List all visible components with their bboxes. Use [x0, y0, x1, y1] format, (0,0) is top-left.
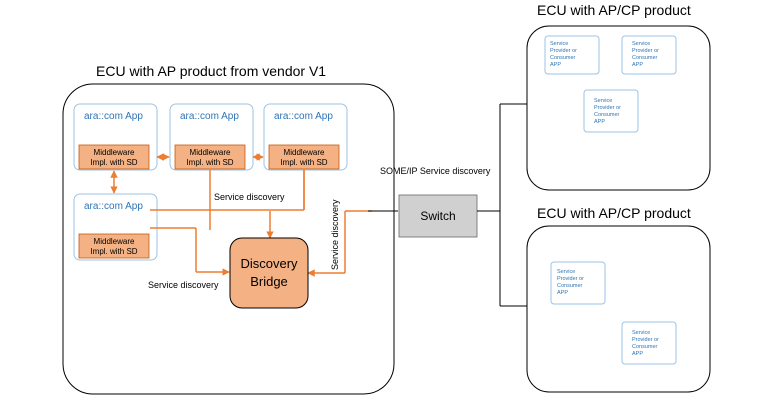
- middleware-label-1: Middleware: [94, 237, 135, 246]
- service-box-line3: Consumer: [632, 344, 658, 350]
- service-box: Service Provider or Consumer APP: [583, 89, 639, 133]
- discovery-bridge: Discovery Bridge: [229, 237, 309, 309]
- service-box-line2: Provider or: [550, 48, 577, 54]
- service-box-line2: Provider or: [632, 48, 659, 54]
- service-box-line4: APP: [594, 119, 605, 125]
- middleware-label-2: Impl. with SD: [186, 158, 233, 167]
- service-box-line4: APP: [557, 290, 568, 296]
- middleware-label-1: Middleware: [284, 148, 325, 157]
- service-box-line1: Service: [550, 41, 568, 47]
- switch-links: [477, 103, 527, 307]
- orange-connectors: [110, 153, 372, 277]
- middleware-label-1: Middleware: [190, 148, 231, 157]
- service-box: Service Provider or Consumer APP: [544, 35, 600, 75]
- ecu-right-top-title: ECU with AP/CP product: [537, 2, 691, 18]
- service-box-line3: Consumer: [557, 283, 583, 289]
- app-label: ara::com App: [180, 111, 239, 122]
- switch: Switch: [398, 194, 478, 238]
- ecu-left-title: ECU with AP product from vendor V1: [96, 63, 326, 79]
- middleware-box: [78, 144, 150, 170]
- service-box-line3: Consumer: [550, 55, 576, 61]
- service-box-line1: Service: [632, 330, 650, 336]
- app-label: ara::com App: [274, 111, 333, 122]
- middleware-label-2: Impl. with SD: [280, 158, 327, 167]
- app-box-4: ara::com App Middleware Impl. with SD: [73, 193, 158, 261]
- app-box-3: ara::com App Middleware Impl. with SD: [263, 103, 348, 171]
- service-box-line2: Provider or: [594, 105, 621, 111]
- service-box: Service Provider or Consumer APP: [621, 321, 677, 365]
- middleware-box: [78, 233, 150, 259]
- app-box-2: ara::com App Middleware Impl. with SD: [169, 103, 254, 171]
- middleware-label-2: Impl. with SD: [90, 247, 137, 256]
- app-label: ara::com App: [84, 201, 143, 212]
- sd-label-vertical: Service discovery: [330, 199, 340, 270]
- service-box-line2: Provider or: [632, 337, 659, 343]
- service-box-line4: APP: [632, 62, 643, 68]
- middleware-box: [174, 144, 246, 170]
- middleware-box: [268, 144, 340, 170]
- service-box: Service Provider or Consumer APP: [621, 35, 677, 75]
- service-box-line4: APP: [550, 62, 561, 68]
- service-box-line1: Service: [594, 98, 612, 104]
- service-box: Service Provider or Consumer APP: [550, 261, 606, 305]
- ecu-left-box: [62, 83, 395, 395]
- service-box-line3: Consumer: [594, 112, 620, 118]
- service-box-line2: Provider or: [557, 276, 584, 282]
- service-box-line3: Consumer: [632, 55, 658, 61]
- app-box-1: ara::com App Middleware Impl. with SD: [73, 103, 158, 171]
- someip-label: SOME/IP Service discovery: [380, 166, 491, 176]
- middleware-label-2: Impl. with SD: [90, 158, 137, 167]
- middleware-label-1: Middleware: [94, 148, 135, 157]
- ecu-right-bottom-box: [526, 225, 711, 393]
- app-label: ara::com App: [84, 111, 143, 122]
- switch-label: Switch: [420, 209, 455, 223]
- bridge-label-1: Discovery: [240, 256, 298, 271]
- sd-label-top: Service discovery: [214, 192, 285, 202]
- service-box-line1: Service: [557, 269, 575, 275]
- sd-label-left: Service discovery: [148, 280, 219, 290]
- ecu-right-bottom-title: ECU with AP/CP product: [537, 205, 691, 221]
- ecu-right-top-box: [526, 25, 711, 191]
- service-box-line4: APP: [632, 351, 643, 357]
- service-box-line1: Service: [632, 41, 650, 47]
- bridge-label-2: Bridge: [250, 274, 288, 289]
